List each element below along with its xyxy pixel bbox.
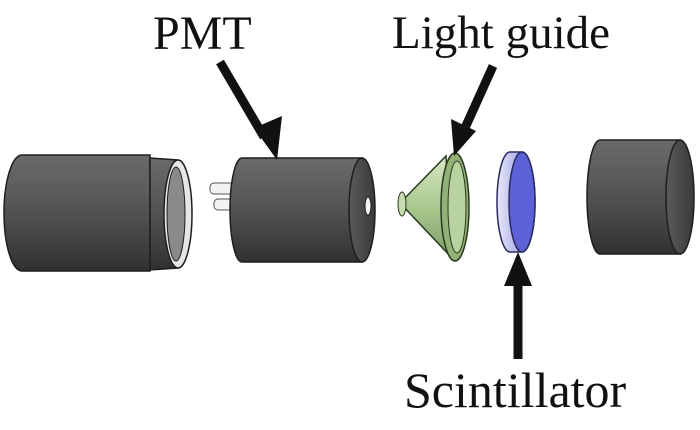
pmt-arrow bbox=[216, 59, 282, 160]
light-guide-arrow bbox=[451, 64, 498, 156]
left-housing-tube bbox=[3, 154, 193, 272]
scintillator-disk bbox=[496, 151, 536, 253]
pmt-label: PMT bbox=[153, 7, 252, 60]
pmt-tube bbox=[209, 157, 376, 263]
scintillator-label: Scintillator bbox=[404, 362, 627, 418]
scintillator-arrow bbox=[504, 252, 532, 359]
light-guide-label: Light guide bbox=[392, 7, 610, 59]
right-end-cap bbox=[586, 139, 695, 255]
light-guide-cone bbox=[397, 152, 470, 262]
